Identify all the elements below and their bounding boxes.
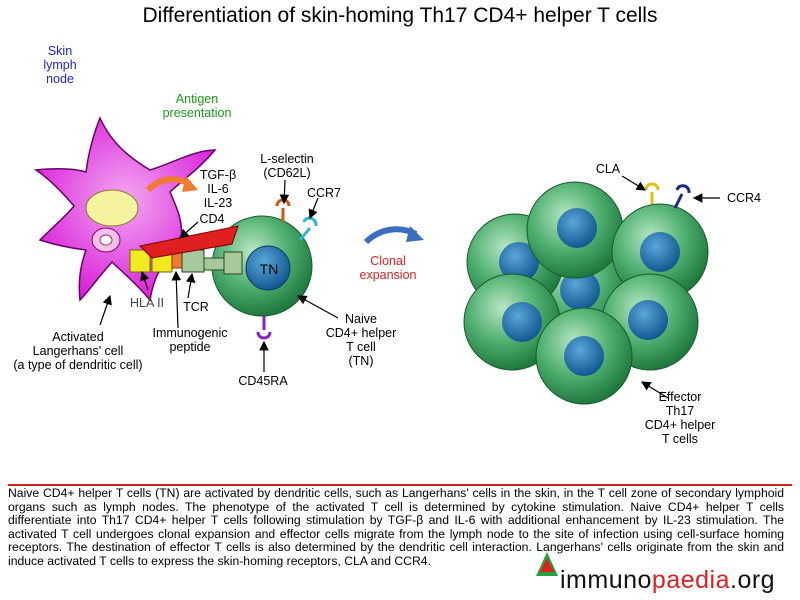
- cla-label: CLA: [595, 162, 621, 176]
- logo-text-paedia: paedia: [651, 566, 730, 594]
- cytokines-label: TGF-β IL-6 IL-23: [199, 168, 237, 210]
- caption-text: Naive CD4+ helper T cells (TN) are activ…: [8, 486, 784, 568]
- l-selectin-label: L-selectin (CD62L): [260, 152, 314, 180]
- cla-receptor: [644, 182, 660, 204]
- naive-t-cell-label: Naive CD4+ helper T cell (TN): [325, 312, 397, 368]
- clonal-expansion-label: Clonal expansion: [359, 254, 417, 282]
- ccr7-label: CCR7: [306, 186, 342, 200]
- logo-text-org: .org: [730, 566, 776, 594]
- tn-label: TN: [259, 261, 279, 277]
- cd4-molecule: [138, 225, 239, 259]
- logo-icon: [536, 552, 558, 576]
- cd4-label: CD4: [199, 212, 225, 226]
- cd45ra-label: CD45RA: [238, 374, 288, 388]
- naive-t-cell: [211, 215, 313, 317]
- cd45ra-receptor: [256, 316, 272, 340]
- diagram-canvas: [33, 116, 720, 405]
- dendritic-cell-nucleus: [85, 189, 139, 227]
- tcr-label: TCR: [183, 300, 209, 314]
- ccr4-label: CCR4: [726, 191, 762, 205]
- activated-langerhans-cell-label: Activated Langerhans' cell (a type of de…: [13, 330, 143, 372]
- effector-t-cell-cluster: [463, 181, 709, 405]
- langerhans-cell: [33, 116, 217, 302]
- logo-text-immuno: immuno: [560, 566, 652, 594]
- page-title: Differentiation of skin-homing Th17 CD4+…: [142, 4, 658, 27]
- hla-ii-label: HLA II: [129, 296, 165, 310]
- skin-lymph-node-label: Skin lymph node: [43, 44, 77, 86]
- caption-divider: [8, 484, 792, 486]
- immunopaedia-logo[interactable]: immunopaedia.org: [560, 566, 775, 595]
- ccr7-receptor: [298, 216, 318, 241]
- ccr4-receptor: [673, 184, 691, 209]
- immunogenic-peptide-label: Immunogenic peptide: [152, 326, 228, 354]
- antigen-presentation-label: Antigen presentation: [162, 92, 232, 120]
- effector-t-cells-label: Effector Th17 CD4+ helper T cells: [644, 390, 716, 446]
- tcr-molecule: [181, 249, 205, 273]
- hla-ii-molecule: [129, 249, 151, 273]
